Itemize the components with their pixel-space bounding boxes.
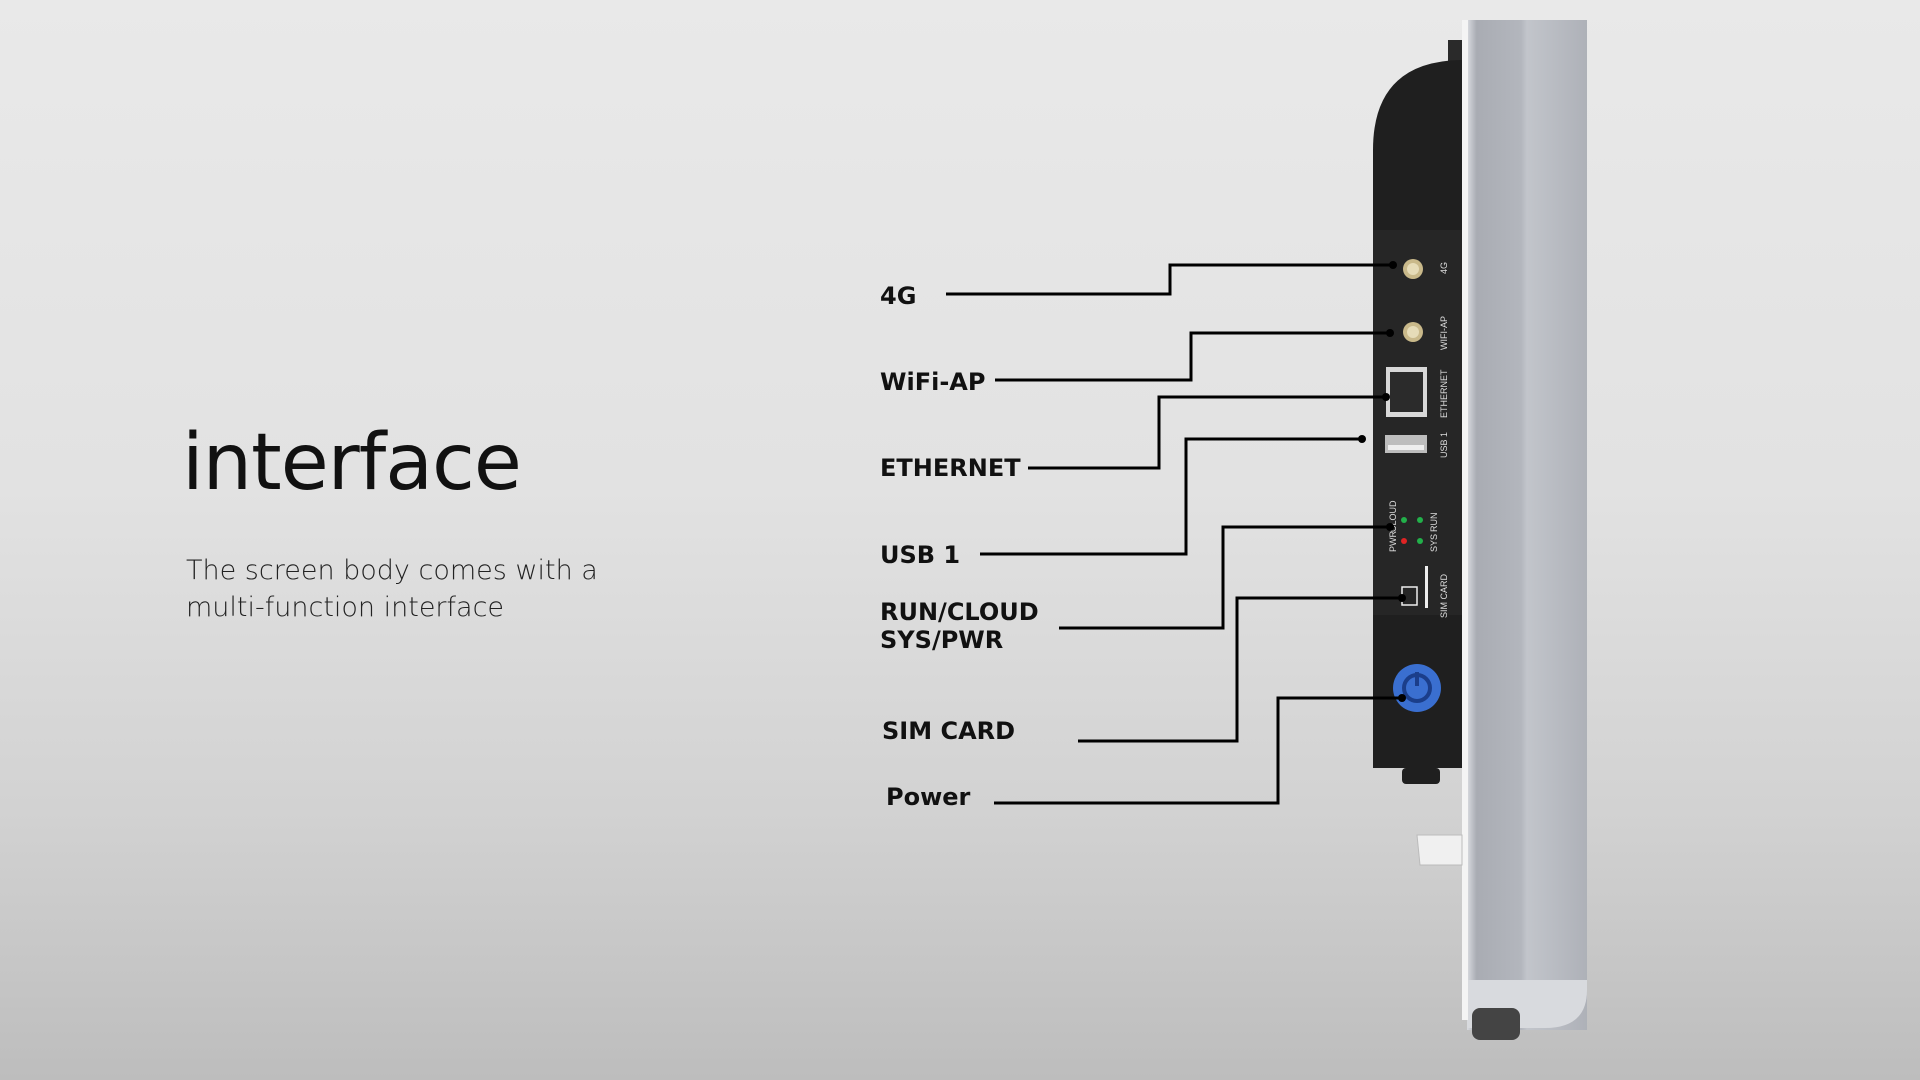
leader-lines [946, 263, 1402, 805]
callout-label-usb: USB 1 [880, 541, 961, 569]
callout-label-ethernet: ETHERNET [880, 454, 1021, 482]
page-subtitle: The screen body comes with a multi-funct… [186, 552, 598, 626]
usb-port [1385, 435, 1427, 453]
callout-label-wifi-ap: WiFi-AP [880, 368, 986, 396]
leader-line-leds [1059, 525, 1390, 630]
device-printed-labels: 4G WIFI-AP ETHERNET USB 1 PWR CLOUD SYS … [1388, 262, 1449, 618]
device-foot [1472, 1008, 1520, 1040]
svg-text:CLOUD: CLOUD [1388, 500, 1398, 532]
leader-line-usb [980, 437, 1362, 556]
svg-text:PWR: PWR [1388, 531, 1398, 552]
svg-text:4G: 4G [1439, 262, 1449, 274]
callout-label-sim-card: SIM CARD [882, 717, 1016, 745]
led-run [1417, 517, 1423, 523]
led-pwr [1401, 538, 1407, 544]
svg-text:SYS: SYS [1429, 534, 1439, 552]
leader-line-ethernet [1028, 395, 1386, 470]
callout-label-sys-pwr: SYS/PWR [880, 626, 1004, 654]
screen-panel [1467, 20, 1587, 1030]
svg-text:WIFI-AP: WIFI-AP [1439, 316, 1449, 350]
leader-line-power [994, 696, 1402, 805]
svg-text:ETHERNET: ETHERNET [1439, 369, 1449, 418]
leader-line-sim [1078, 596, 1402, 743]
subtitle-line: The screen body comes with a [186, 555, 598, 586]
callout-label-leds: RUN/CLOUD SYS/PWR [880, 598, 1039, 654]
svg-text:RUN: RUN [1429, 513, 1439, 533]
led-cloud [1401, 517, 1407, 523]
power-button [1393, 664, 1441, 712]
callout-label-run-cloud: RUN/CLOUD [880, 598, 1039, 626]
page-title: interface [182, 418, 522, 508]
svg-text:SIM CARD: SIM CARD [1439, 573, 1449, 618]
led-sys [1417, 538, 1423, 544]
callout-label-4g: 4G [880, 282, 917, 310]
subtitle-line: multi-function interface [186, 592, 505, 623]
leader-line-4g [946, 263, 1393, 296]
panel-edge [1462, 20, 1468, 1020]
svg-text:USB 1: USB 1 [1439, 432, 1449, 458]
leader-line-wifi [995, 331, 1390, 382]
callout-label-power: Power [886, 783, 971, 811]
bracket-clip [1416, 834, 1463, 866]
